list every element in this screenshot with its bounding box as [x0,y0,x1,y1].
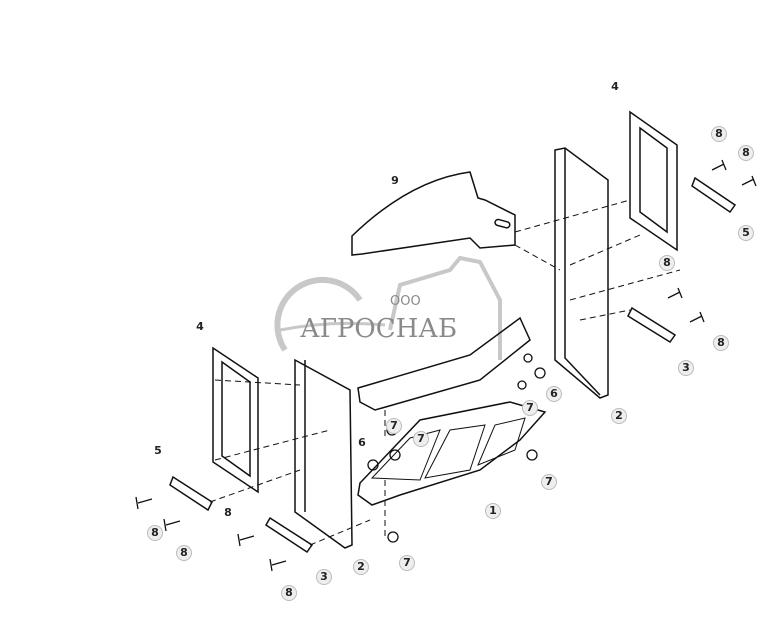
callout-7: 7 [541,474,557,490]
callout-4: 4 [611,80,619,93]
callout-7: 7 [522,400,538,416]
callout-1: 1 [485,503,501,519]
callout-8: 8 [738,145,754,161]
plate-2-left [294,358,353,549]
callout-3: 3 [678,360,694,376]
callout-7: 7 [386,418,402,434]
plate-3-right [627,306,677,344]
callout-6: 6 [358,436,366,449]
bolts [135,159,757,572]
watermark-prefix: ООО [390,294,421,309]
gasket-4-left [212,346,259,494]
step-1 [357,401,547,506]
plate-5-left [169,475,213,512]
callout-6: 6 [546,386,562,402]
gasket-4-right [629,110,678,252]
plate-2-right [554,147,609,399]
callout-8: 8 [711,126,727,142]
callout-7: 7 [399,555,415,571]
plate-5-right [691,176,737,214]
callout-8: 8 [176,545,192,561]
plate-3-left [264,516,314,554]
callout-7: 7 [413,431,429,447]
callout-2: 2 [353,559,369,575]
callout-5: 5 [154,444,162,457]
step-upper [357,316,531,411]
assembly-lines [209,199,681,546]
callout-3: 3 [316,569,332,585]
callout-2: 2 [611,408,627,424]
callout-8: 8 [224,506,232,519]
nuts [367,353,546,543]
bracket-9 [351,171,516,256]
watermark-logo [274,255,502,360]
callout-8: 8 [713,335,729,351]
callout-9: 9 [391,174,399,187]
callout-5: 5 [738,225,754,241]
callout-4: 4 [196,320,204,333]
callout-8: 8 [281,585,297,601]
callout-8: 8 [147,525,163,541]
watermark-name: АГРОСНАБ [300,314,458,344]
callout-8: 8 [659,255,675,271]
